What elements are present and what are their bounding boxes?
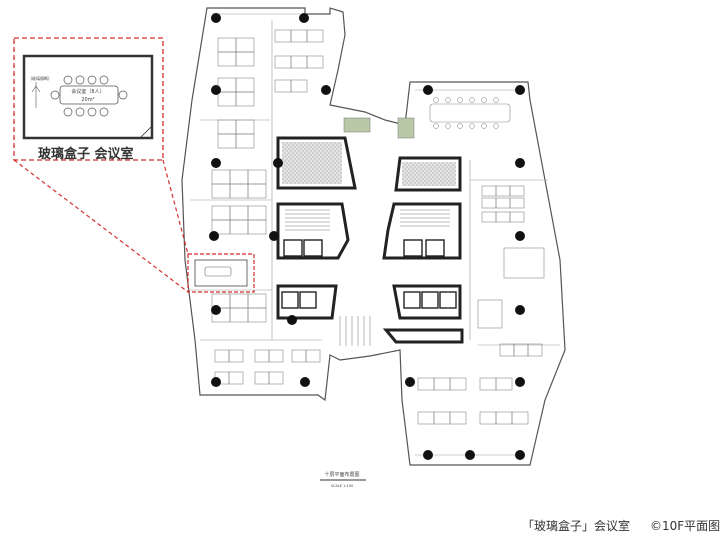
workstations-east [417, 103, 545, 425]
inset-room-text: 会议室（8人） [71, 88, 104, 95]
inset-side-note: (玻璃隔断) [30, 75, 50, 81]
caption-right: ©10F平面图 [650, 519, 721, 533]
caption-left: 「玻璃盒子」会议室 [522, 519, 631, 533]
inset-label: 玻璃盒子 会议室 [38, 147, 134, 162]
plan-scale: SCALE 1:100 [331, 484, 353, 488]
inset-detail-box: 会议室（8人） 20m² (玻璃隔断) [13, 37, 164, 161]
planter [397, 117, 415, 139]
structural-columns [209, 13, 525, 460]
hatched-shaft [282, 142, 342, 184]
stairs [285, 209, 450, 346]
hatched-shaft [402, 162, 456, 186]
planter [343, 117, 371, 133]
chairs [433, 97, 499, 129]
building-outline [181, 7, 566, 466]
glass-box-room-plan [187, 253, 255, 293]
plan-title-block: 十层平面布置图 SCALE 1:100 [320, 471, 366, 488]
core-walls [276, 136, 464, 344]
elevators [281, 239, 457, 309]
workstations-west [211, 29, 324, 385]
interior-lines [188, 13, 560, 456]
plan-title: 十层平面布置图 [324, 471, 359, 478]
callout-lines [13, 159, 189, 293]
inset-room-area: 20m² [81, 97, 94, 103]
